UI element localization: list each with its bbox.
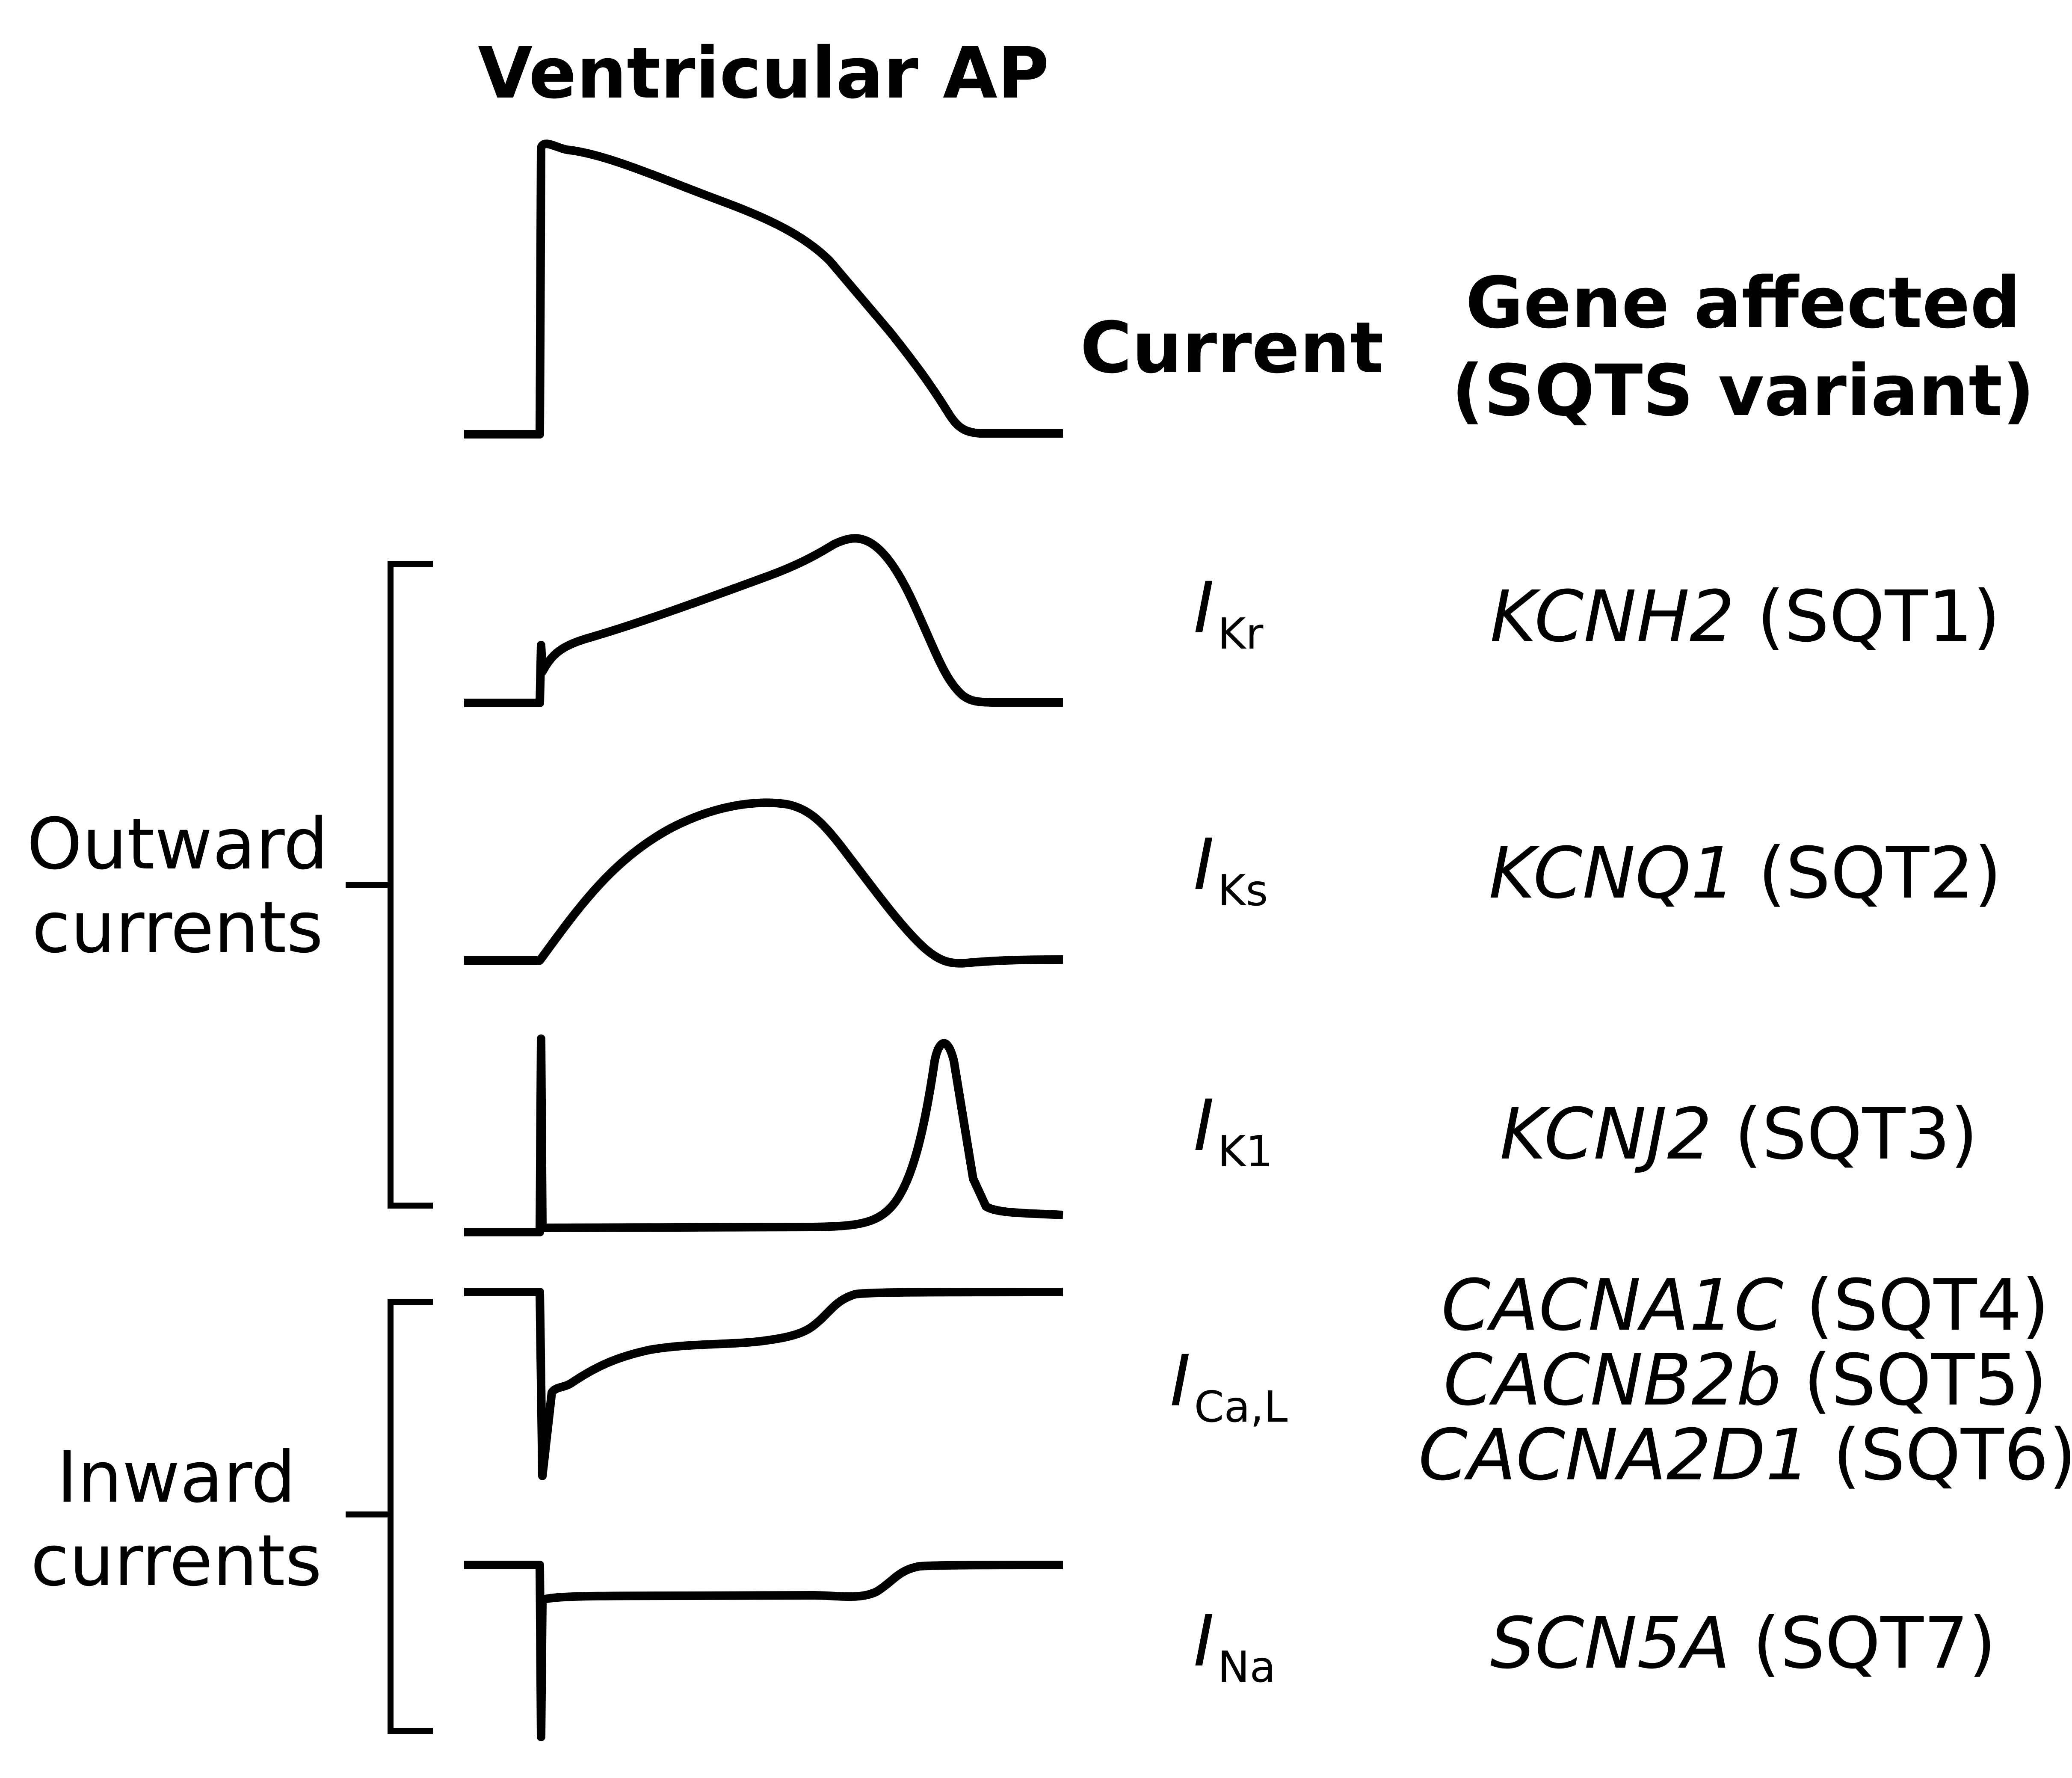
- current-label-iks-main: I: [1193, 824, 1214, 906]
- outward-label-line1: Outward: [27, 803, 329, 885]
- outward-currents-bracket: [346, 561, 433, 1209]
- gene-name-sqt6: CACNA2D1: [1418, 1414, 1811, 1496]
- gene-label-sqt5: CACNB2b (SQT5): [1443, 1339, 2047, 1421]
- gene-variant-sqt4: (SQT4): [1783, 1264, 2049, 1346]
- current-label-ical-sub: Ca,L: [1194, 1382, 1288, 1432]
- gene-label-sqt2: KCNQ1 (SQT2): [1489, 832, 2002, 914]
- gene-name-sqt5: CACNB2b: [1443, 1339, 1781, 1421]
- ventricular-ap-trace: [464, 139, 1063, 439]
- current-label-ina-main: I: [1193, 1600, 1214, 1682]
- gene-variant-sqt6: (SQT6): [1811, 1414, 2072, 1496]
- gene-column-heading-line1: Gene affected: [1465, 262, 2021, 344]
- gene-variant-sqt1: (SQT1): [1735, 575, 2001, 658]
- gene-label-sqt3: KCNJ2 (SQT3): [1500, 1093, 1978, 1175]
- gene-variant-sqt3: (SQT3): [1712, 1093, 1978, 1175]
- current-label-ik1-sub: K1: [1218, 1126, 1273, 1176]
- gene-name-sqt3: KCNJ2: [1500, 1093, 1712, 1175]
- gene-name-sqt1: KCNH2: [1490, 575, 1734, 658]
- outward-label-line2: currents: [32, 886, 323, 969]
- inward-label-line1: Inward: [57, 1436, 296, 1518]
- current-label-ina: INa: [1193, 1600, 1276, 1692]
- ikr-current-trace: [464, 534, 1063, 707]
- inward-currents-bracket: [346, 1299, 433, 1734]
- current-label-ikr-sub: Kr: [1218, 609, 1264, 659]
- gene-label-sqt1: KCNH2 (SQT1): [1490, 575, 2000, 658]
- current-label-ik1: IK1: [1193, 1085, 1273, 1176]
- current-label-ical-main: I: [1170, 1340, 1191, 1422]
- gene-label-sqt7: SCN5A (SQT7): [1490, 1602, 1996, 1684]
- ical-current-trace: [464, 1288, 1063, 1480]
- gene-name-sqt7: SCN5A: [1490, 1602, 1730, 1684]
- ap-title: Ventricular AP: [478, 32, 1049, 114]
- current-label-ikr: IKr: [1193, 567, 1264, 659]
- gene-name-sqt4: CACNA1C: [1441, 1264, 1783, 1346]
- gene-label-sqt6: CACNA2D1 (SQT6): [1418, 1414, 2072, 1496]
- gene-name-sqt2: KCNQ1: [1489, 832, 1736, 914]
- current-label-ikr-main: I: [1193, 567, 1214, 649]
- gene-variant-sqt5: (SQT5): [1781, 1339, 2047, 1421]
- current-label-ina-sub: Na: [1218, 1642, 1276, 1692]
- gene-variant-sqt7: (SQT7): [1730, 1602, 1996, 1684]
- ina-current-trace: [464, 1561, 1063, 1741]
- gene-column-heading-line2: (SQTS variant): [1451, 350, 2034, 432]
- gene-label-sqt4: CACNA1C (SQT4): [1441, 1264, 2049, 1346]
- current-label-iks: IKs: [1193, 824, 1268, 916]
- iks-current-trace: [464, 798, 1063, 968]
- gene-variant-sqt2: (SQT2): [1736, 832, 2002, 914]
- current-label-ical: ICa,L: [1170, 1340, 1288, 1432]
- current-label-iks-sub: Ks: [1218, 865, 1268, 916]
- current-label-ik1-main: I: [1193, 1085, 1214, 1167]
- current-column-heading: Current: [1080, 307, 1384, 389]
- ik1-current-trace: [464, 1034, 1063, 1236]
- inward-label-line2: currents: [30, 1520, 322, 1602]
